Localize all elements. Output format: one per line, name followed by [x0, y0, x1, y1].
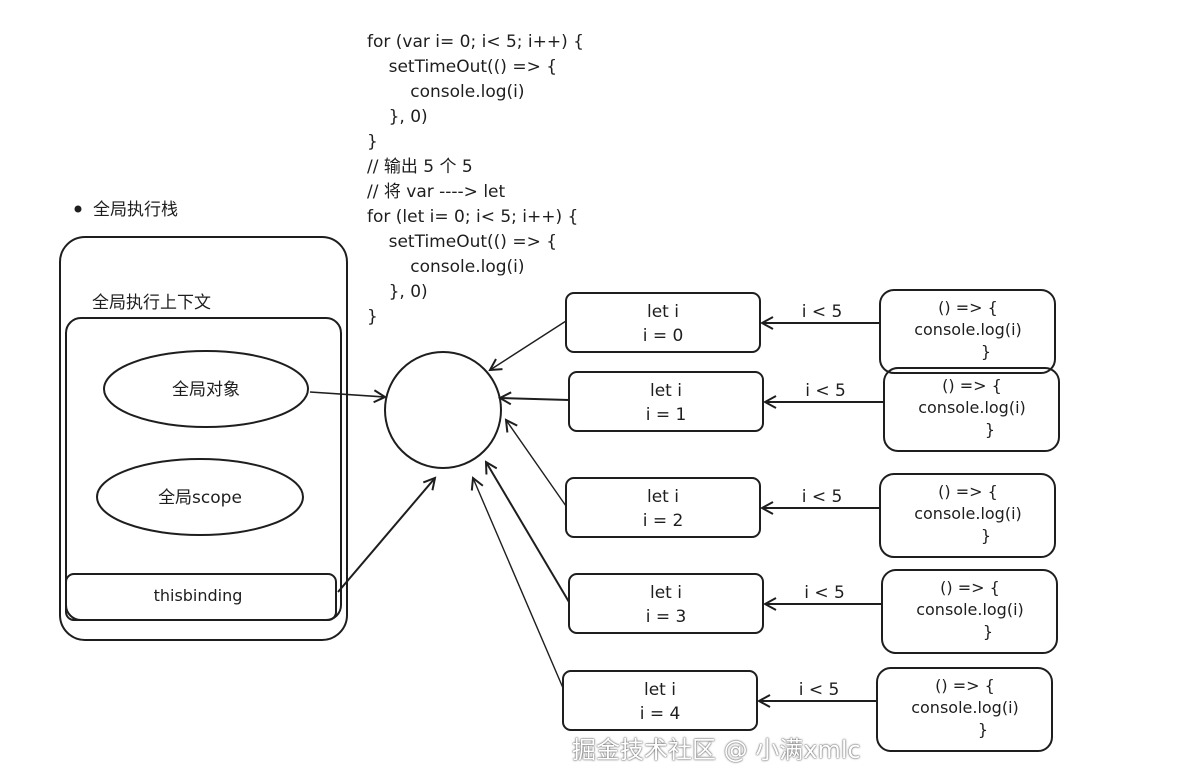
arrow-to-scope: [500, 398, 570, 400]
code-line: for (let i= 0; i< 5; i++) {: [367, 207, 579, 227]
callback-line: () => {: [940, 578, 1000, 597]
code-line: for (var i= 0; i< 5; i++) {: [367, 32, 584, 52]
let-decl: let i: [647, 487, 679, 507]
global-object-ellipse: [103, 350, 309, 428]
callback-box: [879, 289, 1056, 374]
condition-label: i < 5: [804, 583, 845, 603]
callback-line: console.log(i): [911, 698, 1019, 717]
let-decl: let i: [650, 381, 682, 401]
callback-line: () => {: [938, 482, 998, 501]
callback-line: () => {: [935, 676, 995, 695]
this-binding-label: thisbinding: [154, 586, 243, 605]
callback-line: console.log(i): [918, 398, 1026, 417]
callback-line: }: [981, 342, 991, 361]
scope-circle: [384, 351, 502, 469]
callback-line: }: [978, 720, 988, 739]
code-line: console.log(i): [367, 82, 525, 102]
watermark: 掘金技术社区 @ 小满xmlc: [572, 736, 861, 764]
execution-stack-box: [59, 236, 348, 641]
global-scope-ellipse: [96, 458, 304, 536]
callback-line: () => {: [938, 298, 998, 317]
condition-label: i < 5: [802, 487, 843, 507]
code-snippet: for (var i= 0; i< 5; i++) { setTimeOut((…: [367, 30, 584, 330]
code-line: }: [367, 307, 378, 327]
callback-box: [883, 367, 1060, 452]
code-line: console.log(i): [367, 257, 525, 277]
callback-line: () => {: [942, 376, 1002, 395]
bullet-icon: [74, 205, 82, 213]
let-value: i = 3: [646, 607, 687, 627]
code-line: }, 0): [367, 107, 428, 127]
arrow-to-scope: [506, 420, 567, 507]
callback-box: [879, 473, 1056, 558]
let-value: i = 4: [640, 704, 681, 724]
let-decl: let i: [650, 583, 682, 603]
arrow-global-object: [309, 392, 385, 397]
condition-label: i < 5: [805, 381, 846, 401]
code-line: }: [367, 132, 378, 152]
arrow-to-scope: [473, 478, 564, 689]
callback-line: }: [983, 622, 993, 641]
let-value: i = 2: [643, 511, 684, 531]
callback-line: }: [981, 526, 991, 545]
callback-line: }: [985, 420, 995, 439]
code-line: setTimeOut(() => {: [367, 232, 558, 252]
condition-label: i < 5: [799, 680, 840, 700]
arrow-to-scope: [486, 462, 570, 603]
arrow-this-binding: [337, 478, 435, 593]
let-value: i = 1: [646, 405, 687, 425]
callback-line: console.log(i): [914, 320, 1022, 339]
stack-title: 全局执行栈: [93, 200, 178, 220]
code-line: // 输出 5 个 5: [367, 157, 473, 177]
let-value: i = 0: [643, 326, 684, 346]
this-binding-box: [65, 573, 337, 621]
global-object-label: 全局对象: [172, 380, 240, 400]
code-line: setTimeOut(() => {: [367, 57, 558, 77]
global-scope-label: 全局scope: [158, 488, 242, 508]
let-decl: let i: [644, 680, 676, 700]
let-decl: let i: [647, 302, 679, 322]
callback-box: [881, 569, 1058, 654]
callback-line: console.log(i): [916, 600, 1024, 619]
arrow-to-scope: [490, 320, 567, 370]
condition-label: i < 5: [802, 302, 843, 322]
context-label: 全局执行上下文: [92, 293, 211, 313]
code-line: // 将 var ----> let: [367, 182, 506, 202]
callback-line: console.log(i): [914, 504, 1022, 523]
code-line: }, 0): [367, 282, 428, 302]
callback-box: [876, 667, 1053, 752]
